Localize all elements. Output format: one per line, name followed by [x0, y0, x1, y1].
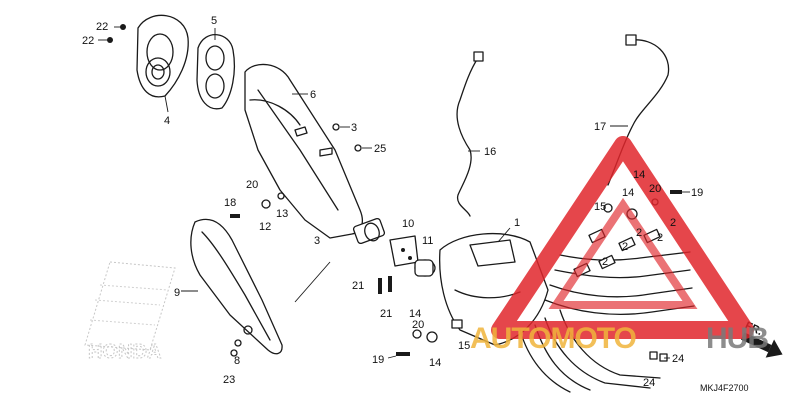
diagram-reference-code: MKJ4F2700	[700, 383, 749, 393]
leader-lines	[98, 26, 690, 359]
callout-2: 2	[602, 256, 608, 268]
callout-20: 20	[412, 319, 424, 331]
callout-23: 23	[223, 374, 235, 386]
part-sensor-wire-16	[456, 57, 479, 217]
callout-9: 9	[174, 287, 180, 299]
honda-wing-logo: HONDA	[84, 261, 176, 364]
callout-14: 14	[622, 187, 634, 199]
callout-14: 14	[409, 308, 421, 320]
part-collar	[414, 259, 436, 277]
part-bolts-21	[378, 276, 392, 294]
callout-24: 24	[643, 377, 655, 389]
callout-17: 17	[594, 121, 606, 133]
callout-18: 18	[224, 197, 236, 209]
callout-21: 21	[380, 308, 392, 320]
callout-4: 4	[164, 115, 170, 127]
part-muffler	[244, 63, 386, 245]
callout-22: 22	[96, 21, 108, 33]
watermark-text-part1: AUTOMOTO	[470, 322, 637, 355]
callout-16: 16	[484, 146, 496, 158]
callout-3: 3	[351, 122, 357, 134]
callout-22: 22	[82, 35, 94, 47]
callout-19: 19	[372, 354, 384, 366]
callout-11: 11	[422, 235, 433, 247]
part-gasket	[196, 34, 236, 110]
callout-2: 2	[622, 241, 628, 253]
callout-2: 2	[670, 217, 676, 229]
callout-1: 1	[514, 217, 520, 229]
callout-15: 15	[458, 340, 470, 352]
callout-8: 8	[234, 355, 240, 367]
part-end-cap	[136, 14, 189, 98]
part-sensor-connector-16	[473, 51, 484, 62]
callout-21: 21	[352, 280, 364, 292]
automotohub-watermark: AUTOMOTO HUB	[470, 136, 769, 355]
callout-2: 2	[636, 227, 642, 239]
callout-15: 15	[594, 201, 606, 213]
callout-24: 24	[672, 353, 684, 365]
callout-10: 10	[402, 218, 414, 230]
part-sensor-connector-17	[625, 34, 637, 46]
watermark-triangle	[491, 136, 754, 339]
callout-25: 25	[374, 143, 386, 155]
callout-14: 14	[633, 169, 645, 181]
callout-5: 5	[211, 15, 217, 27]
callout-13: 13	[276, 208, 288, 220]
callout-14: 14	[429, 357, 441, 369]
part-heat-guard	[190, 218, 283, 355]
part-bracket	[389, 235, 419, 267]
callout-19: 19	[691, 187, 703, 199]
honda-brand-text: HONDA	[88, 341, 161, 363]
callout-6: 6	[310, 89, 316, 101]
callout-2: 2	[657, 232, 663, 244]
callout-12: 12	[259, 221, 271, 233]
callout-3: 3	[314, 235, 320, 247]
callout-20: 20	[649, 183, 661, 195]
callout-labels: 22 22 4 5 6 3 25 18 20 12 13 3 9 8 23 10…	[82, 15, 703, 389]
watermark-triangle-inner	[548, 197, 698, 309]
watermark-text-part2: HUB	[706, 322, 768, 355]
callout-20: 20	[246, 179, 258, 191]
